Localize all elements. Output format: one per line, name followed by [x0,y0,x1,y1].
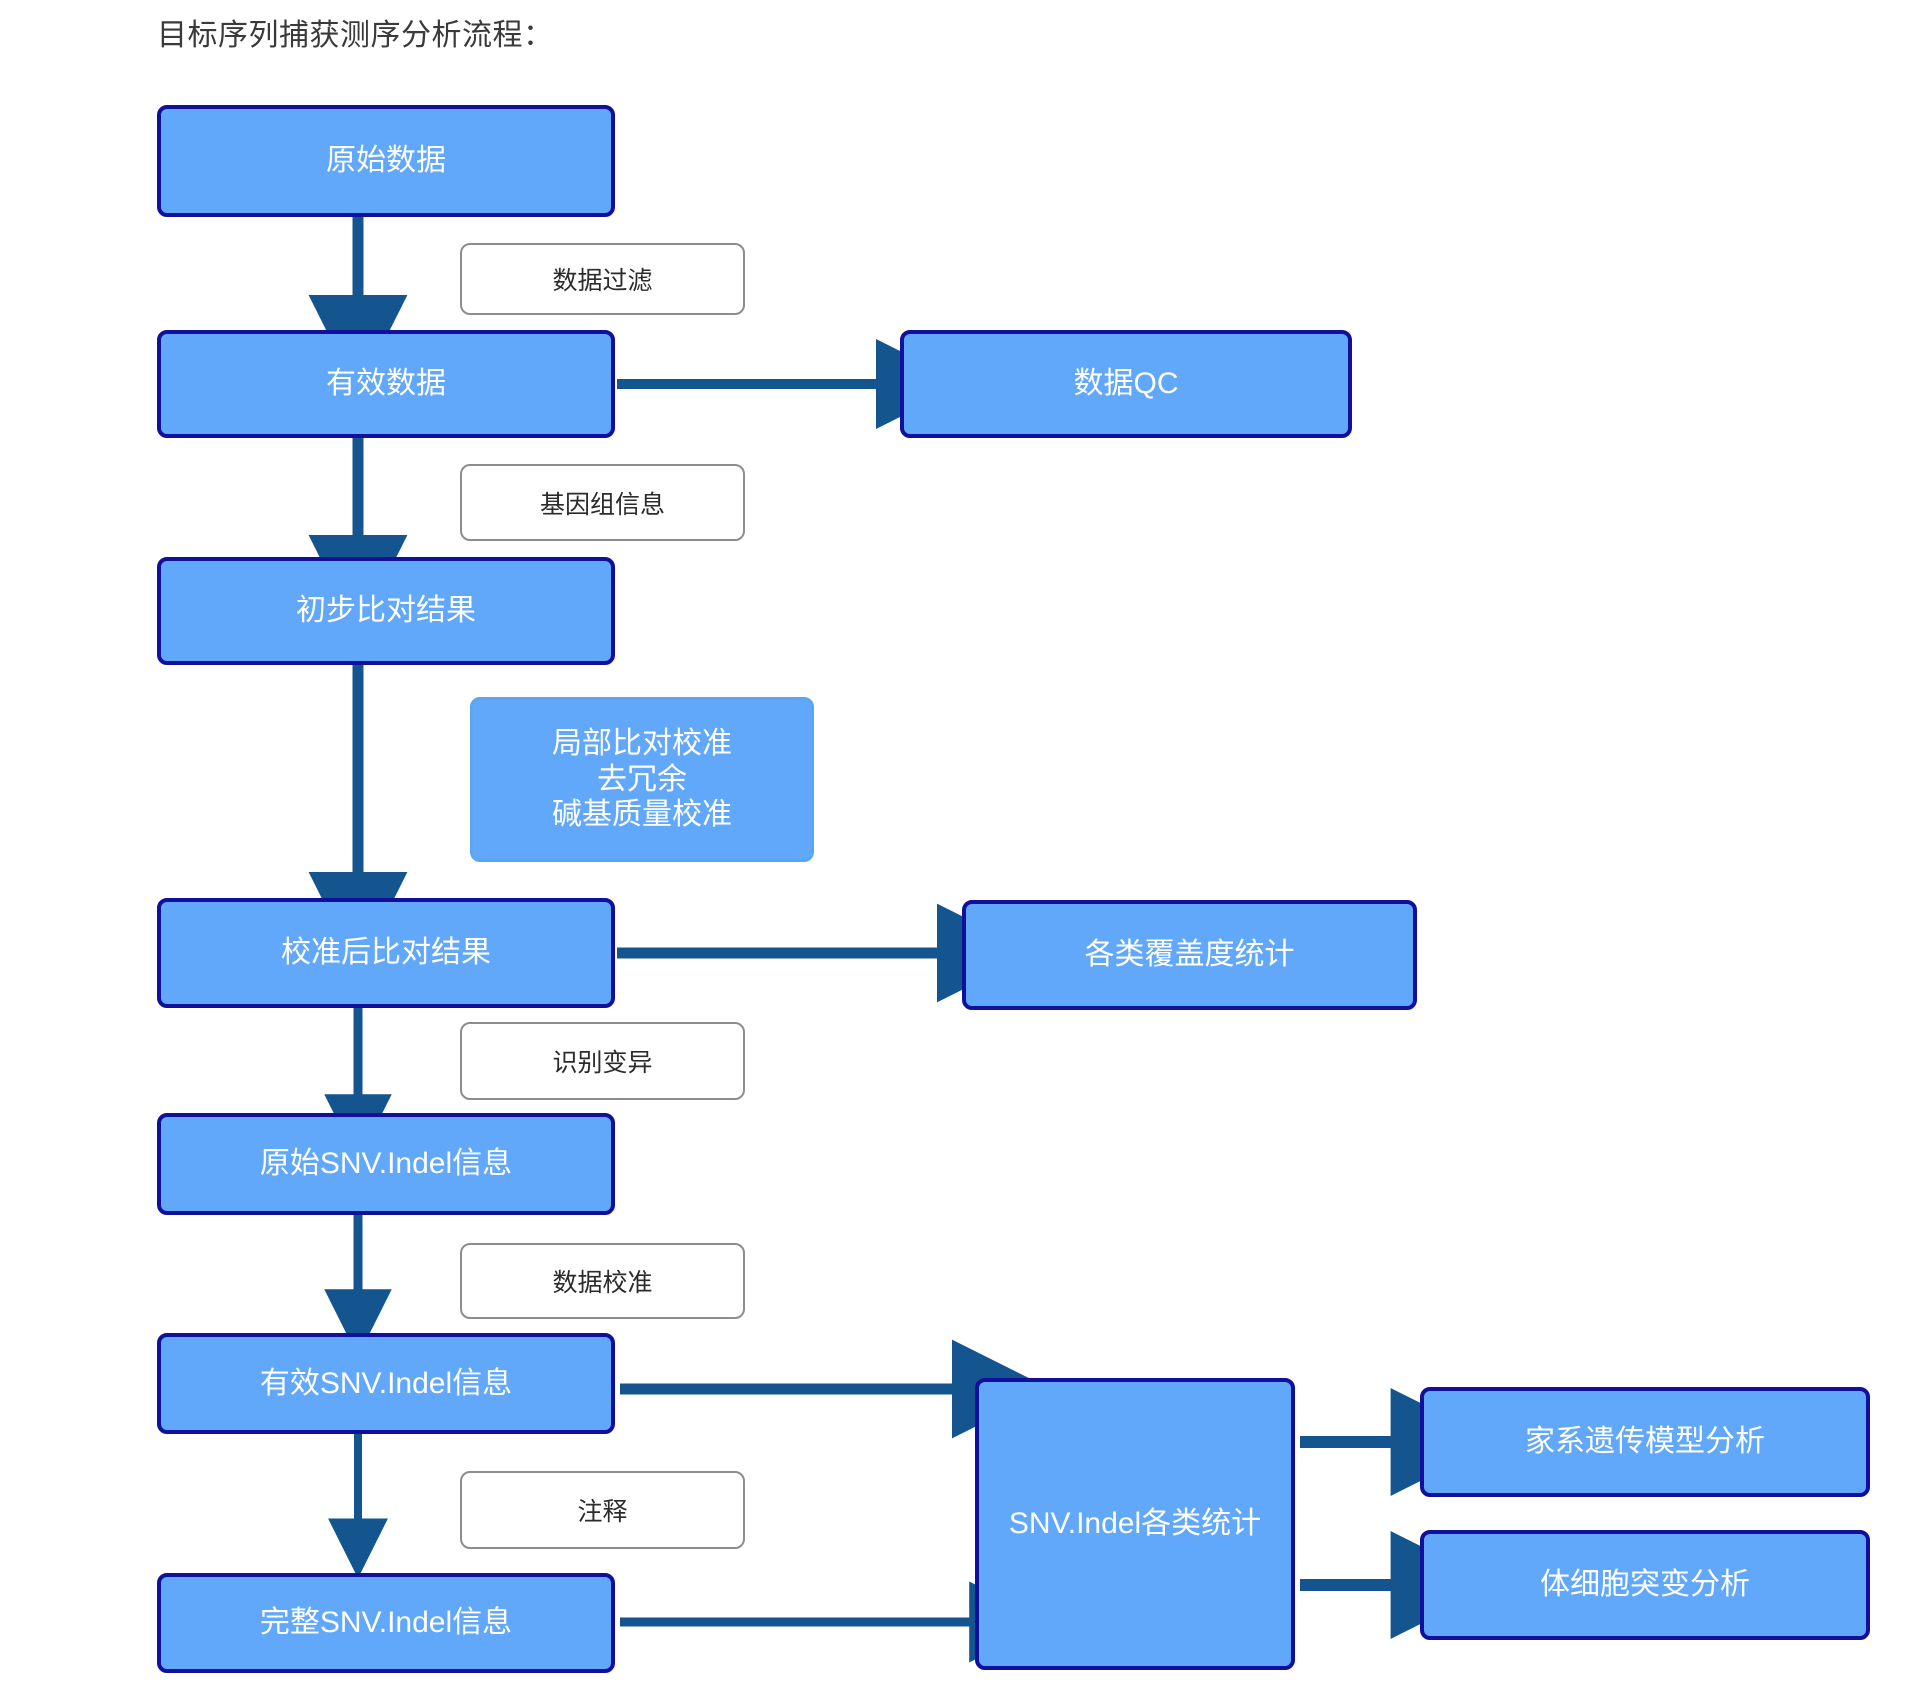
node-calibrated-alignment[interactable]: 校准后比对结果 [157,898,615,1008]
node-data-qc[interactable]: 数据QC [900,330,1352,438]
edge-label-annotation[interactable]: 注释 [460,1471,745,1549]
node-snv-indel-stats[interactable]: SNV.Indel各类统计 [975,1378,1295,1670]
node-raw-data[interactable]: 原始数据 [157,105,615,217]
node-valid-snv-indel[interactable]: 有效SNV.Indel信息 [157,1333,615,1434]
edge-label-variant-calling-text: 识别变异 [552,1049,653,1077]
node-coverage-stats[interactable]: 各类覆盖度统计 [962,900,1417,1010]
node-pedigree-analysis[interactable]: 家系遗传模型分析 [1420,1387,1870,1497]
edge-label-genome-info[interactable]: 基因组信息 [460,464,745,541]
node-valid-snv-indel-label: 有效SNV.Indel信息 [259,1366,513,1400]
node-realign-block[interactable]: 局部比对校准 去冗余 碱基质量校准 [470,697,814,862]
node-complete-snv-indel-label: 完整SNV.Indel信息 [259,1606,513,1640]
node-coverage-stats-label: 各类覆盖度统计 [1084,938,1295,972]
node-data-qc-label: 数据QC [1073,367,1179,401]
node-initial-alignment[interactable]: 初步比对结果 [157,557,615,665]
edge-label-data-filter-text: 数据过滤 [552,267,653,295]
node-valid-data[interactable]: 有效数据 [157,330,615,438]
edge-label-data-filter[interactable]: 数据过滤 [460,243,745,315]
node-raw-snv-indel-label: 原始SNV.Indel信息 [259,1147,513,1181]
node-complete-snv-indel[interactable]: 完整SNV.Indel信息 [157,1573,615,1673]
node-raw-snv-indel[interactable]: 原始SNV.Indel信息 [157,1113,615,1215]
node-realign-block-label: 局部比对校准 去冗余 碱基质量校准 [552,727,732,832]
node-somatic-analysis-label: 体细胞突变分析 [1540,1568,1750,1602]
edge-label-genome-info-text: 基因组信息 [539,490,665,519]
node-initial-alignment-label: 初步比对结果 [296,594,476,628]
node-pedigree-analysis-label: 家系遗传模型分析 [1525,1425,1765,1459]
node-raw-data-label: 原始数据 [326,144,446,178]
node-calibrated-alignment-label: 校准后比对结果 [281,936,491,970]
edge-label-variant-calling[interactable]: 识别变异 [460,1022,745,1100]
node-snv-indel-stats-label: SNV.Indel各类统计 [1008,1507,1262,1541]
edge-label-data-calibration-text: 数据校准 [552,1269,653,1297]
edge-label-data-calibration[interactable]: 数据校准 [460,1243,745,1319]
node-somatic-analysis[interactable]: 体细胞突变分析 [1420,1530,1870,1640]
node-valid-data-label: 有效数据 [326,367,446,401]
edge-label-annotation-text: 注释 [577,1498,628,1526]
page-title: 目标序列捕获测序分析流程： [157,19,554,52]
